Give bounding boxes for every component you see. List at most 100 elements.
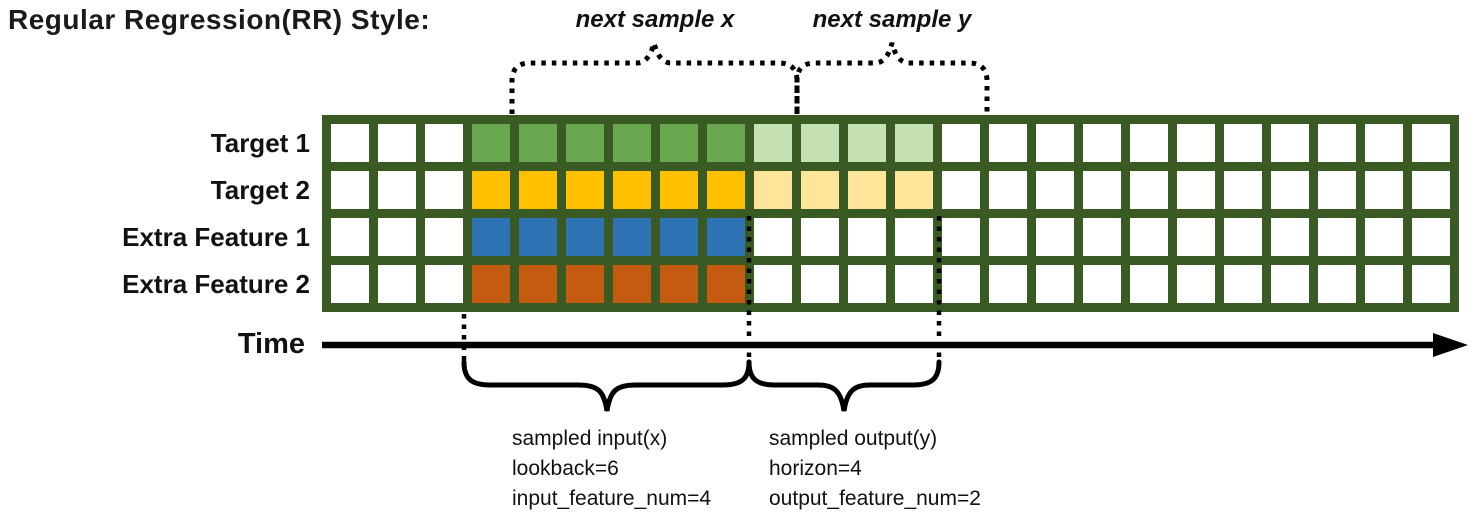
grid-cell: [801, 171, 839, 209]
grid-cell: [378, 124, 416, 162]
grid-cell: [895, 171, 933, 209]
input-feature-num-value: input_feature_num=4: [512, 487, 712, 510]
grid-cell: [754, 265, 792, 303]
grid-cell: [613, 171, 651, 209]
grid-cell: [1412, 171, 1450, 209]
next-sample-y-label: next sample y: [812, 6, 972, 33]
grid-cell: [989, 124, 1027, 162]
grid-cell: [707, 265, 745, 303]
output-feature-num-value: output_feature_num=2: [769, 487, 981, 510]
sampled-input-title: sampled input(x): [512, 427, 668, 450]
grid-cell: [378, 171, 416, 209]
grid-cell: [1177, 124, 1215, 162]
sampled-output-brace: [746, 359, 942, 412]
grid-cell: [1036, 124, 1074, 162]
grid-cell: [425, 124, 463, 162]
sampled-output-title: sampled output(y): [769, 427, 938, 450]
grid-cell: [1318, 171, 1356, 209]
grid-cell: [331, 218, 369, 256]
grid-cell: [1083, 171, 1121, 209]
grid-cell: [1412, 265, 1450, 303]
grid-cell: [1177, 265, 1215, 303]
row-label-target-1: Target 1: [210, 128, 310, 158]
grid-cell: [942, 171, 980, 209]
grid-cell: [1036, 171, 1074, 209]
grid-cell: [1130, 124, 1168, 162]
grid-cell: [1177, 218, 1215, 256]
sampled-input-brace: [461, 359, 752, 412]
grid-cell: [989, 218, 1027, 256]
lookback-value: lookback=6: [512, 457, 619, 480]
sampled-output-caption: sampled output(y) horizon=4 output_featu…: [769, 424, 981, 514]
row-label-extra-feature-1: Extra Feature 1: [122, 222, 310, 252]
grid-cell: [613, 124, 651, 162]
grid-cell: [331, 265, 369, 303]
grid-cell: [660, 171, 698, 209]
grid-cell: [1083, 124, 1121, 162]
grid-cell: [895, 265, 933, 303]
grid-cell: [1271, 124, 1309, 162]
grid-cell: [754, 124, 792, 162]
grid-cell: [707, 218, 745, 256]
grid-cell: [566, 124, 604, 162]
grid-cell: [1271, 265, 1309, 303]
grid-cell: [801, 218, 839, 256]
grid-cell: [1412, 124, 1450, 162]
grid-cell: [519, 124, 557, 162]
grid-cell: [1365, 265, 1403, 303]
grid-cell: [1318, 124, 1356, 162]
grid-cell: [1318, 265, 1356, 303]
grid-cell: [801, 265, 839, 303]
grid-cell: [1365, 124, 1403, 162]
grid-cell: [1412, 218, 1450, 256]
time-arrow-head: [1433, 333, 1468, 357]
grid-cell: [566, 265, 604, 303]
grid-cell: [1224, 171, 1262, 209]
grid-cell: [1271, 218, 1309, 256]
grid-cell: [848, 124, 886, 162]
grid-cell: [519, 218, 557, 256]
grid-cell: [613, 265, 651, 303]
grid-cell: [1130, 218, 1168, 256]
grid-cell: [472, 265, 510, 303]
grid-cell: [942, 124, 980, 162]
next-sample-y-brace: [794, 42, 990, 114]
grid-cell: [848, 171, 886, 209]
grid-cell: [801, 124, 839, 162]
next-sample-x-label: next sample x: [575, 6, 735, 33]
grid-cell: [519, 171, 557, 209]
grid-cell: [613, 218, 651, 256]
time-label: Time: [237, 328, 305, 360]
grid-cell: [425, 171, 463, 209]
grid-cell: [378, 265, 416, 303]
grid-cell: [472, 124, 510, 162]
grid-cell: [331, 124, 369, 162]
grid-cell: [989, 171, 1027, 209]
horizon-value: horizon=4: [769, 457, 862, 480]
grid-cell: [1224, 124, 1262, 162]
grid-cell: [425, 218, 463, 256]
diagram-title: Regular Regression(RR) Style:: [8, 4, 431, 35]
grid-cell: [1365, 171, 1403, 209]
grid-cell: [942, 265, 980, 303]
grid-cell: [1130, 265, 1168, 303]
grid-cell: [1036, 265, 1074, 303]
grid-cell: [754, 171, 792, 209]
grid: [322, 115, 1459, 312]
grid-cell: [989, 265, 1027, 303]
grid-cell: [848, 218, 886, 256]
grid-cell: [378, 218, 416, 256]
grid-cell: [1130, 171, 1168, 209]
grid-cell: [660, 124, 698, 162]
grid-cell: [472, 218, 510, 256]
grid-cell: [566, 218, 604, 256]
grid-cell: [1318, 218, 1356, 256]
grid-cell: [895, 124, 933, 162]
grid-cell: [1224, 265, 1262, 303]
row-label-extra-feature-2: Extra Feature 2: [122, 269, 310, 299]
grid-cell: [1365, 218, 1403, 256]
grid-cell: [707, 171, 745, 209]
grid-cell: [1224, 218, 1262, 256]
grid-cell: [1036, 218, 1074, 256]
